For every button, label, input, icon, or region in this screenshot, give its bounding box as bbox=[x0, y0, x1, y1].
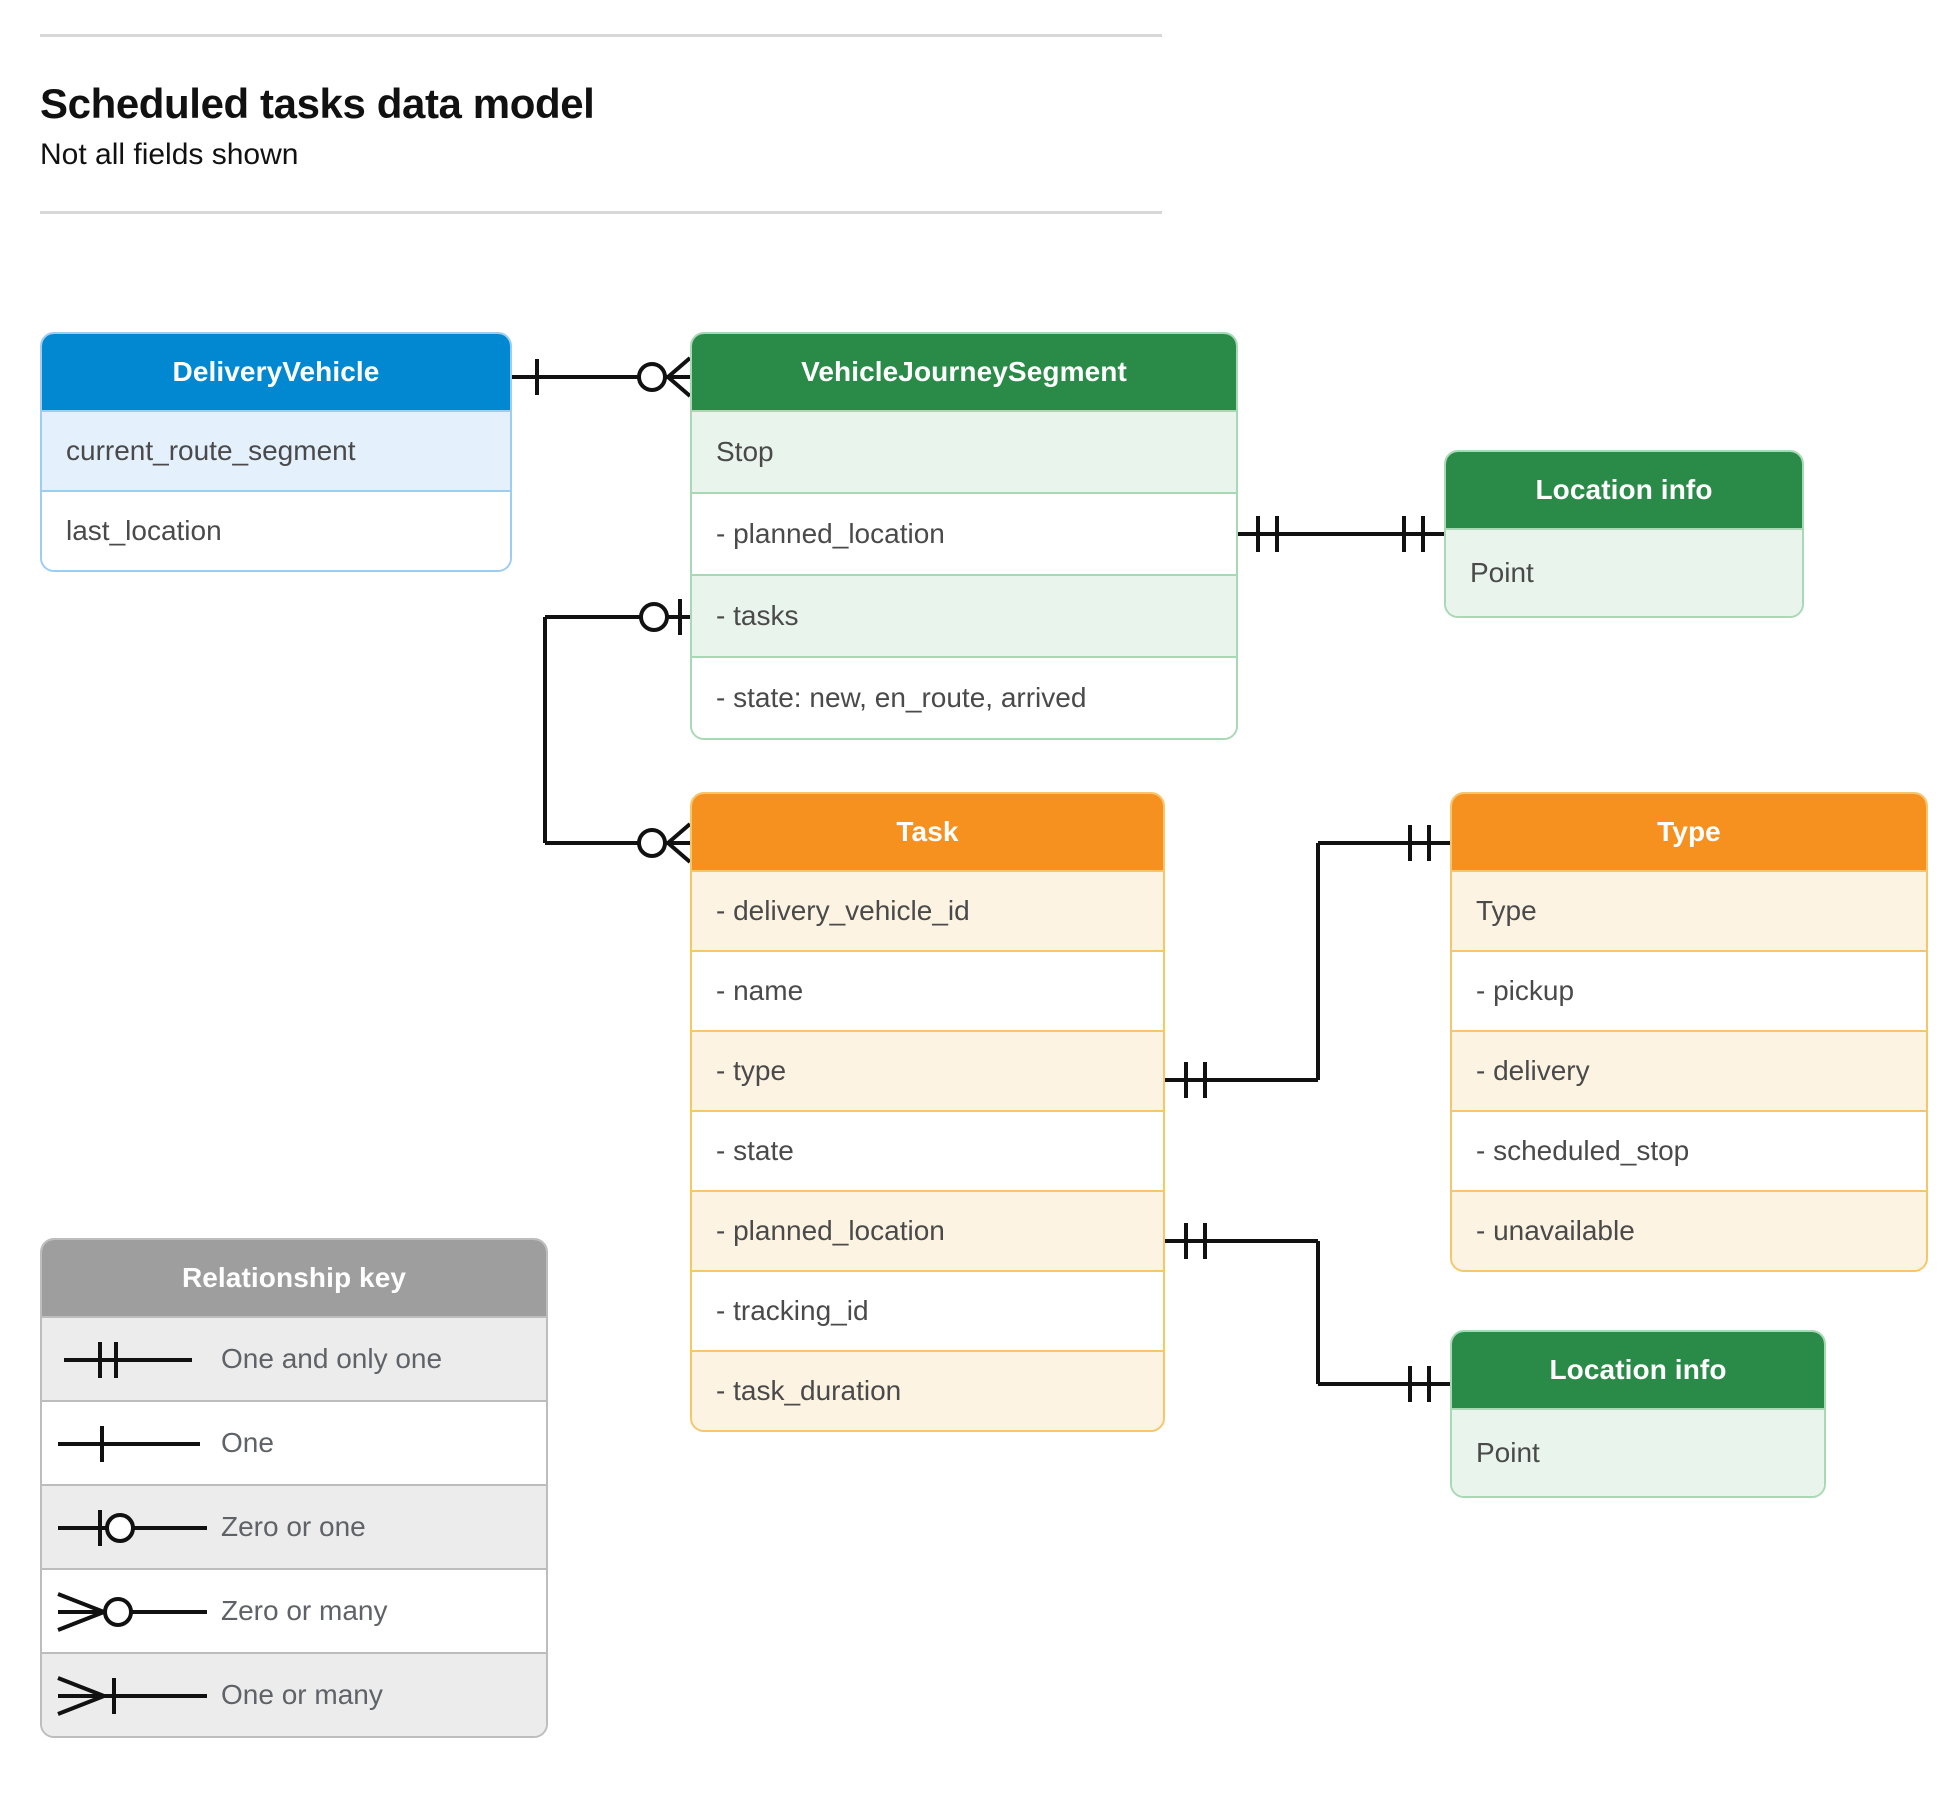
field-type-delivery[interactable]: - delivery bbox=[1452, 1030, 1926, 1110]
field-stop[interactable]: Stop bbox=[692, 410, 1236, 492]
entity-location-info-top[interactable]: Location info Point bbox=[1444, 450, 1804, 618]
field-type-scheduled-stop[interactable]: - scheduled_stop bbox=[1452, 1110, 1926, 1190]
legend-item-one-or-many: One or many bbox=[42, 1652, 546, 1736]
connector-taskplannedlocation-locationinfo-bottom bbox=[1165, 1223, 1450, 1402]
legend-label-zero-or-many: Zero or many bbox=[221, 1595, 388, 1626]
entity-title-task: Task bbox=[692, 794, 1163, 870]
legend-label-one-and-only-one: One and only one bbox=[221, 1343, 443, 1374]
entity-vehicle-journey-segment[interactable]: VehicleJourneySegment Stop - planned_loc… bbox=[690, 332, 1238, 740]
field-name[interactable]: - name bbox=[692, 950, 1163, 1030]
legend-item-one: One bbox=[42, 1400, 546, 1484]
connector-tasktype-type bbox=[1165, 825, 1450, 1098]
document-header: Scheduled tasks data model Not all field… bbox=[40, 34, 1162, 215]
one-or-many-symbol-icon bbox=[42, 1654, 217, 1736]
legend-item-zero-or-many: Zero or many bbox=[42, 1568, 546, 1652]
one-and-only-one-symbol-icon bbox=[42, 1318, 217, 1400]
field-type[interactable]: - type bbox=[692, 1030, 1163, 1110]
field-type-pickup[interactable]: - pickup bbox=[1452, 950, 1926, 1030]
entity-title-location-info-top: Location info bbox=[1446, 452, 1802, 528]
entity-type[interactable]: Type Type - pickup - delivery - schedule… bbox=[1450, 792, 1928, 1272]
legend-label-zero-or-one: Zero or one bbox=[221, 1511, 366, 1542]
field-last-location[interactable]: last_location bbox=[42, 490, 510, 570]
legend-title: Relationship key bbox=[42, 1240, 546, 1316]
field-delivery-vehicle-id[interactable]: - delivery_vehicle_id bbox=[692, 870, 1163, 950]
page-subtitle: Not all fields shown bbox=[40, 138, 299, 172]
one-symbol-icon bbox=[42, 1402, 217, 1484]
field-point-top[interactable]: Point bbox=[1446, 528, 1802, 616]
field-current-route-segment[interactable]: current_route_segment bbox=[42, 410, 510, 490]
field-tasks[interactable]: - tasks bbox=[692, 574, 1236, 656]
entity-title-vehicle-journey-segment: VehicleJourneySegment bbox=[692, 334, 1236, 410]
field-type-unavailable[interactable]: - unavailable bbox=[1452, 1190, 1926, 1270]
zero-or-one-symbol-icon bbox=[42, 1486, 217, 1568]
field-type-header[interactable]: Type bbox=[1452, 870, 1926, 950]
header-rule-top bbox=[40, 34, 1162, 37]
entity-title-location-info-bottom: Location info bbox=[1452, 1332, 1824, 1408]
entity-title-delivery-vehicle: DeliveryVehicle bbox=[42, 334, 510, 410]
field-task-duration[interactable]: - task_duration bbox=[692, 1350, 1163, 1430]
field-planned-location-task[interactable]: - planned_location bbox=[692, 1190, 1163, 1270]
legend-label-one-or-many: One or many bbox=[221, 1679, 383, 1710]
connector-tasks-task bbox=[543, 599, 692, 864]
entity-task[interactable]: Task - delivery_vehicle_id - name - type… bbox=[690, 792, 1165, 1432]
page-title: Scheduled tasks data model bbox=[40, 80, 595, 127]
legend-item-zero-or-one: Zero or one bbox=[42, 1484, 546, 1568]
connector-deliveryvehicle-vehiclejourneysegment bbox=[512, 356, 692, 398]
field-state-task[interactable]: - state bbox=[692, 1110, 1163, 1190]
field-planned-location[interactable]: - planned_location bbox=[692, 492, 1236, 574]
legend-label-one: One bbox=[221, 1427, 274, 1458]
zero-or-many-symbol-icon bbox=[42, 1570, 217, 1652]
field-tracking-id[interactable]: - tracking_id bbox=[692, 1270, 1163, 1350]
field-state[interactable]: - state: new, en_route, arrived bbox=[692, 656, 1236, 738]
relationship-key-legend: Relationship key One and only one On bbox=[40, 1238, 548, 1738]
entity-title-type: Type bbox=[1452, 794, 1926, 870]
connector-plannedlocation-locationinfo-top bbox=[1238, 516, 1444, 552]
field-point-bottom[interactable]: Point bbox=[1452, 1408, 1824, 1496]
entity-delivery-vehicle[interactable]: DeliveryVehicle current_route_segment la… bbox=[40, 332, 512, 572]
header-rule-bottom bbox=[40, 211, 1162, 215]
legend-item-one-and-only-one: One and only one bbox=[42, 1316, 546, 1400]
entity-location-info-bottom[interactable]: Location info Point bbox=[1450, 1330, 1826, 1498]
